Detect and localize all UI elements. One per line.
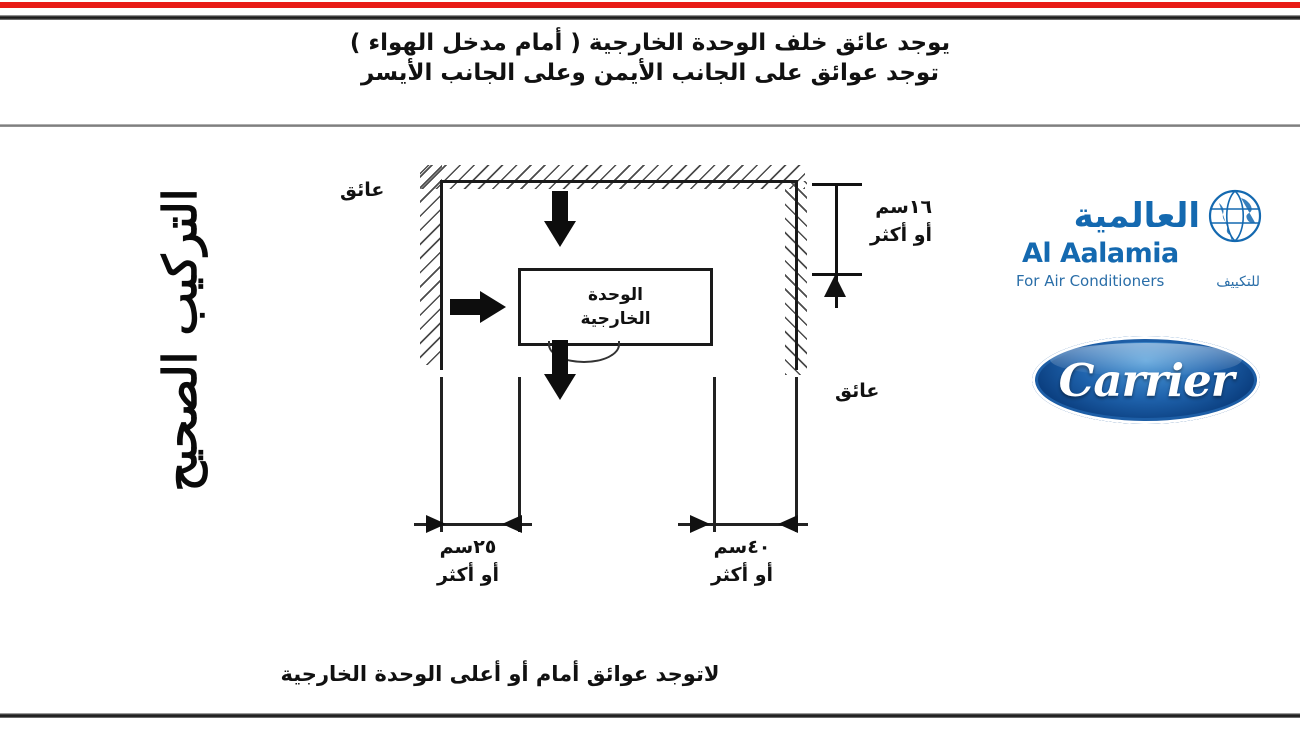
header-line-1: يوجد عائق خلف الوحدة الخارجية ( أمام مدخ…	[349, 30, 951, 56]
right-clearance-qualifier: أو أكثر	[710, 564, 774, 586]
al-aalamia-logo: العالمية Al Aalamia For Air Conditioners…	[1012, 188, 1262, 296]
right-dimension-line	[678, 523, 808, 526]
al-aalamia-arabic-name: العالمية	[1073, 196, 1200, 236]
enclosure-outline-left	[440, 180, 443, 370]
airflow-arrow-bottom-head	[544, 374, 576, 400]
extension-line-3	[713, 377, 716, 532]
carrier-logo: Carrier	[1032, 336, 1260, 424]
obstacle-label-right: عائق	[835, 380, 880, 402]
al-aalamia-logo-top-row: العالمية	[1012, 188, 1262, 244]
installation-clearance-diagram: الوحدة الخارجية عائق عائق ١٦سم أو أكثر ٢…	[330, 155, 932, 586]
vertical-dimension-tick-bottom	[812, 273, 862, 276]
left-clearance-qualifier: أو أكثر	[436, 564, 500, 586]
outdoor-unit-label-line1: الوحدة	[588, 285, 643, 305]
al-aalamia-english-name: Al Aalamia	[1022, 238, 1179, 269]
carrier-logo-text: Carrier	[1058, 353, 1235, 407]
enclosure-outline-right	[795, 180, 798, 370]
enclosure-outline-top	[440, 180, 798, 183]
vertical-clearance-qualifier: أو أكثر	[870, 224, 933, 246]
right-clearance-value: ٤٠سم	[713, 536, 771, 558]
al-aalamia-arabic-tagline: للتكييف	[1216, 274, 1260, 290]
al-aalamia-english-tagline: For Air Conditioners	[1016, 272, 1165, 290]
side-caption-text: التركيب الصحيح	[153, 188, 207, 492]
left-clearance-label: ٢٥سم أو أكثر	[408, 533, 528, 589]
left-clearance-value: ٢٥سم	[439, 536, 497, 558]
wall-hatch-top	[420, 165, 805, 189]
airflow-arrow-left-head	[480, 291, 506, 323]
right-dimension-arrowhead-right	[690, 515, 710, 533]
top-red-accent-bar	[0, 2, 1300, 8]
header-line-2: توجد عوائق على الجانب الأيمن وعلى الجانب…	[361, 60, 939, 86]
wall-hatch-left	[420, 165, 442, 365]
right-clearance-label: ٤٠سم أو أكثر	[682, 533, 802, 589]
extension-line-4	[795, 377, 798, 532]
right-dimension-arrowhead-left	[778, 515, 798, 533]
side-caption: التركيب الصحيح	[70, 170, 290, 510]
obstacle-label-left: عائق	[340, 179, 385, 201]
vertical-dimension-line	[835, 183, 838, 308]
left-dimension-arrowhead-left	[502, 515, 522, 533]
extension-line-2	[518, 377, 521, 532]
header-text-block: يوجد عائق خلف الوحدة الخارجية ( أمام مدخ…	[0, 28, 1300, 88]
extension-line-1	[440, 377, 443, 532]
bottom-caption: لاتوجد عوائق أمام أو أعلى الوحدة الخارجي…	[280, 662, 720, 686]
airflow-arrow-bottom-shaft	[552, 340, 568, 376]
left-dimension-arrowhead-right	[426, 515, 446, 533]
vertical-clearance-label: ١٦سم أو أكثر	[870, 193, 932, 249]
top-divider-rule	[0, 15, 1300, 20]
bottom-divider-rule	[0, 713, 1300, 718]
airflow-arrow-left-shaft	[450, 299, 482, 315]
globe-icon	[1208, 189, 1262, 243]
al-aalamia-tagline-row: For Air Conditioners للتكييف	[1016, 272, 1260, 290]
vertical-dimension-arrowhead	[824, 275, 846, 297]
header-divider-rule	[0, 124, 1300, 127]
outdoor-unit-box: الوحدة الخارجية	[518, 268, 713, 346]
outdoor-unit-label-line2: الخارجية	[580, 309, 651, 329]
left-dimension-line	[414, 523, 532, 526]
airflow-arrow-top-head	[544, 221, 576, 247]
airflow-arrow-top-shaft	[552, 191, 568, 223]
vertical-clearance-value: ١٦سم	[875, 196, 933, 218]
